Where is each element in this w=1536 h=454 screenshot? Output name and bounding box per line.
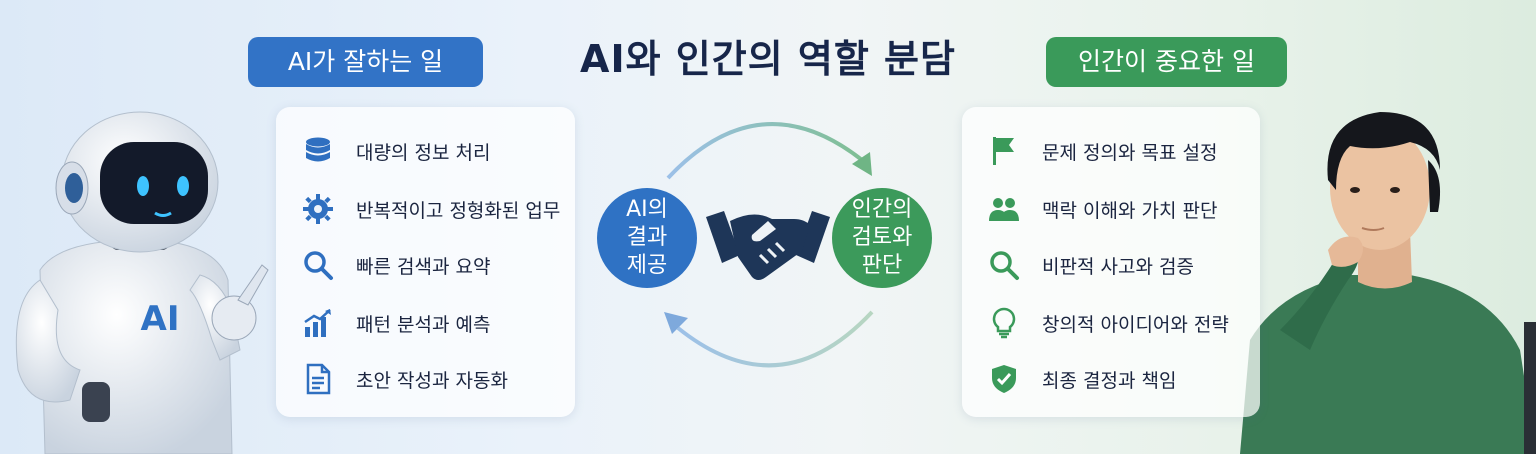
list-item: 문제 정의와 목표 설정 bbox=[986, 131, 1217, 171]
list-item-label: 최종 결정과 책임 bbox=[1042, 369, 1177, 392]
list-item-label: 창의적 아이디어와 전략 bbox=[1042, 313, 1229, 336]
database-icon bbox=[300, 133, 336, 169]
list-item-label: 패턴 분석과 예측 bbox=[356, 313, 491, 336]
lightbulb-icon bbox=[986, 305, 1022, 341]
list-item-label: 초안 작성과 자동화 bbox=[356, 369, 508, 392]
human-illustration bbox=[1240, 112, 1536, 454]
list-item: 대량의 정보 처리 bbox=[300, 131, 490, 171]
list-item-label: 맥락 이해와 가치 판단 bbox=[1042, 199, 1218, 222]
list-item: 비판적 사고와 검증 bbox=[986, 245, 1194, 285]
document-icon bbox=[300, 361, 336, 397]
flag-icon bbox=[986, 133, 1022, 169]
list-item: 반복적이고 정형화된 업무 bbox=[300, 189, 560, 229]
list-item: 빠른 검색과 요약 bbox=[300, 245, 490, 285]
people-icon bbox=[986, 191, 1022, 227]
human-strengths-card: 문제 정의와 목표 설정 맥락 이해와 가치 판단 비판적 사고와 검증 창의적… bbox=[962, 107, 1260, 417]
list-item-label: 대량의 정보 처리 bbox=[356, 141, 491, 164]
ai-strengths-card: 대량의 정보 처리 반복적이고 정형화된 업무 빠른 검색과 요약 패턴 분석과… bbox=[276, 107, 575, 417]
handshake-icon bbox=[706, 211, 830, 280]
list-item: 초안 작성과 자동화 bbox=[300, 359, 508, 399]
gear-icon bbox=[300, 191, 336, 227]
robot-illustration: AI bbox=[15, 111, 269, 454]
list-item-label: 문제 정의와 목표 설정 bbox=[1042, 141, 1218, 164]
list-item-label: 비판적 사고와 검증 bbox=[1042, 255, 1194, 278]
list-item-label: 반복적이고 정형화된 업무 bbox=[356, 199, 561, 222]
ai-strengths-header: AI가 잘하는 일 bbox=[248, 37, 483, 87]
bar-chart-icon bbox=[300, 305, 336, 341]
cycle-arrows bbox=[664, 122, 874, 368]
shield-check-icon bbox=[986, 361, 1022, 397]
human-strengths-header: 인간이 중요한 일 bbox=[1046, 37, 1287, 87]
robot-chest-label: AI bbox=[141, 299, 180, 339]
search-icon bbox=[300, 247, 336, 283]
page-title: AI와 인간의 역할 분담 bbox=[580, 37, 956, 81]
list-item-label: 빠른 검색과 요약 bbox=[356, 255, 491, 278]
list-item: 패턴 분석과 예측 bbox=[300, 303, 490, 343]
search-icon bbox=[986, 247, 1022, 283]
list-item: 최종 결정과 책임 bbox=[986, 359, 1176, 399]
list-item: 맥락 이해와 가치 판단 bbox=[986, 189, 1217, 229]
list-item: 창의적 아이디어와 전략 bbox=[986, 303, 1229, 343]
